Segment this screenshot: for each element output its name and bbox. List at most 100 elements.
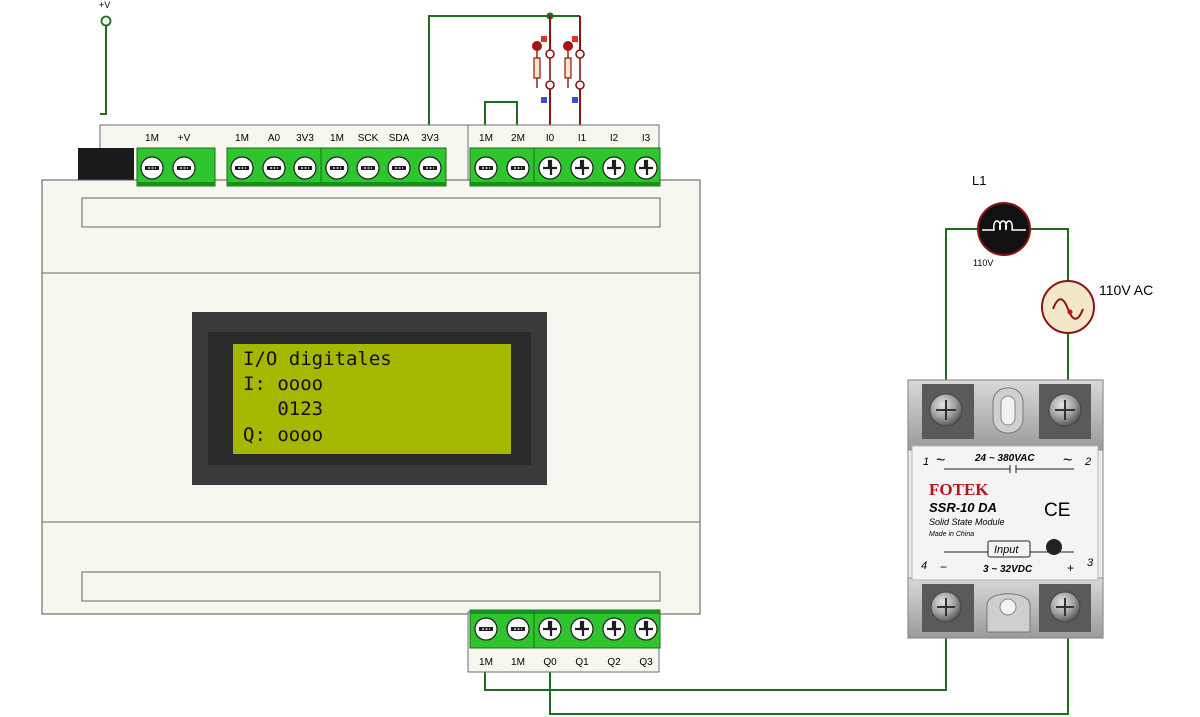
- button-indicator: [541, 36, 547, 42]
- top-terminal-label: 2M: [511, 133, 525, 144]
- top-terminal-label: SCK: [358, 133, 379, 144]
- terminal-screw-icon[interactable]: [538, 156, 562, 180]
- terminal-screw-icon[interactable]: [570, 156, 594, 180]
- lcd-line-4: Q: oooo: [243, 424, 323, 446]
- terminal-screw-icon[interactable]: [172, 156, 196, 180]
- top-terminal-label: 3V3: [421, 133, 439, 144]
- terminal-block-shadow: [534, 610, 660, 614]
- contact-terminal: [575, 49, 585, 59]
- top-terminal-label: I3: [642, 133, 651, 144]
- terminal-screw-icon[interactable]: [262, 156, 286, 180]
- terminal-screw-icon[interactable]: [293, 156, 317, 180]
- terminal-block-shadow: [470, 610, 534, 614]
- wire-lamp-to-source: [1031, 228, 1069, 282]
- ssr-load-line: [944, 465, 1011, 473]
- ssr-input-label: Input: [994, 544, 1019, 556]
- contact-terminal: [545, 80, 555, 90]
- top-terminal-label: 3V3: [296, 133, 314, 144]
- terminal-screw-icon[interactable]: [506, 617, 530, 641]
- ssr-pin-4: 4: [921, 560, 927, 572]
- terminal-screw-icon[interactable]: [230, 156, 254, 180]
- terminal-screw-icon[interactable]: [387, 156, 411, 180]
- ssr-pin-2-symbol: ~: [1063, 452, 1072, 469]
- top-terminal-label: I2: [610, 133, 619, 144]
- ssr-pin-1: 1: [923, 456, 929, 468]
- top-terminal-label: 1M: [235, 133, 249, 144]
- button-cap[interactable]: [532, 41, 542, 51]
- wire-3v3-bus: [428, 15, 580, 150]
- terminal-block-shadow: [137, 182, 215, 186]
- source-dot: [1067, 309, 1073, 315]
- ssr-label-panel: [911, 445, 1099, 581]
- button-indicator: [572, 97, 578, 103]
- top-terminal-label: I0: [546, 133, 555, 144]
- plc-top-terminal-blocks: [136, 147, 661, 187]
- top-terminal-label: 1M: [145, 133, 159, 144]
- terminal-screw-icon[interactable]: [538, 617, 562, 641]
- wire-supply: [100, 26, 107, 115]
- ssr-pin-4-symbol: −: [940, 560, 947, 574]
- ac-source: 110V AC: [1041, 280, 1153, 334]
- lcd-line-1: I/O digitales: [243, 348, 392, 370]
- terminal-screw-icon[interactable]: [602, 156, 626, 180]
- ssr-load-range: 24 ~ 380VAC: [974, 453, 1035, 464]
- terminal-screw-icon[interactable]: [506, 156, 530, 180]
- terminal-screw-icon[interactable]: [570, 617, 594, 641]
- lcd-line-3: 0123: [243, 398, 323, 420]
- terminal-screw-icon[interactable]: [474, 617, 498, 641]
- ssr-input-box: [987, 540, 1031, 558]
- terminal-block-shadow: [321, 182, 446, 186]
- plc-bottom-terminal-blocks: [469, 609, 661, 649]
- terminal-block-shadow: [470, 182, 534, 186]
- terminal-screw-icon[interactable]: [418, 156, 442, 180]
- push-button-i0[interactable]: [532, 16, 555, 150]
- top-terminal-label: 1M: [479, 133, 493, 144]
- button-indicator: [541, 97, 547, 103]
- terminal-screw-icon[interactable]: [634, 617, 658, 641]
- top-terminal-label: SDA: [389, 133, 410, 144]
- lcd-display: I/O digitales I: oooo 0123 Q: oooo: [192, 312, 547, 485]
- ssr-origin: Made in China: [929, 531, 974, 538]
- screw-terminal-4[interactable]: [930, 591, 962, 623]
- terminal-screw-icon[interactable]: [474, 156, 498, 180]
- lamp-rating: 110V: [973, 258, 993, 268]
- screw-terminal-3[interactable]: [1049, 591, 1081, 623]
- screw-terminal-2[interactable]: [1048, 393, 1082, 427]
- top-terminal-label: I1: [578, 133, 587, 144]
- ssr-pin-1-symbol: ~: [936, 452, 945, 469]
- bottom-terminal-label: Q0: [543, 657, 557, 668]
- sine-wave-icon: [1052, 298, 1084, 320]
- ssr-led: [1046, 539, 1062, 555]
- terminal-screw-icon[interactable]: [602, 617, 626, 641]
- plc-label-slot-bottom: [81, 571, 661, 602]
- ssr-model: SSR-10 DA: [929, 500, 997, 515]
- supply-terminal-circle: [100, 15, 112, 27]
- ssr-module: 1 ~ 24 ~ 380VAC ~ 2 FOTEK CE SSR-10 DA S…: [907, 379, 1104, 639]
- ssr-load-line: [1015, 465, 1074, 473]
- ssr-pin-3-symbol: +: [1067, 561, 1074, 575]
- ssr-brand-logo: FOTEK: [929, 480, 989, 499]
- terminal-screw-icon[interactable]: [634, 156, 658, 180]
- wire-q0-to-ssr3: [549, 630, 1069, 715]
- button-actuator: [533, 57, 541, 79]
- contact-terminal: [575, 80, 585, 90]
- ssr-input-range: 3 ~ 32VDC: [983, 564, 1033, 575]
- ssr-pin-2: 2: [1084, 456, 1091, 468]
- terminal-screw-icon[interactable]: [140, 156, 164, 180]
- bottom-terminal-label: 1M: [479, 657, 493, 668]
- terminal-screw-icon[interactable]: [356, 156, 380, 180]
- lcd-screen: [233, 344, 511, 454]
- lamp-name: L1: [972, 173, 986, 188]
- bottom-terminal-label: Q3: [639, 657, 653, 668]
- top-terminal-label: 1M: [330, 133, 344, 144]
- screw-terminal-1[interactable]: [929, 393, 963, 427]
- terminal-screw-icon[interactable]: [325, 156, 349, 180]
- button-cap[interactable]: [563, 41, 573, 51]
- mount-hole: [999, 598, 1017, 616]
- ce-mark: CE: [1044, 500, 1070, 521]
- contact-terminal: [545, 49, 555, 59]
- top-terminal-label: A0: [268, 133, 281, 144]
- bottom-terminal-label: 1M: [511, 657, 525, 668]
